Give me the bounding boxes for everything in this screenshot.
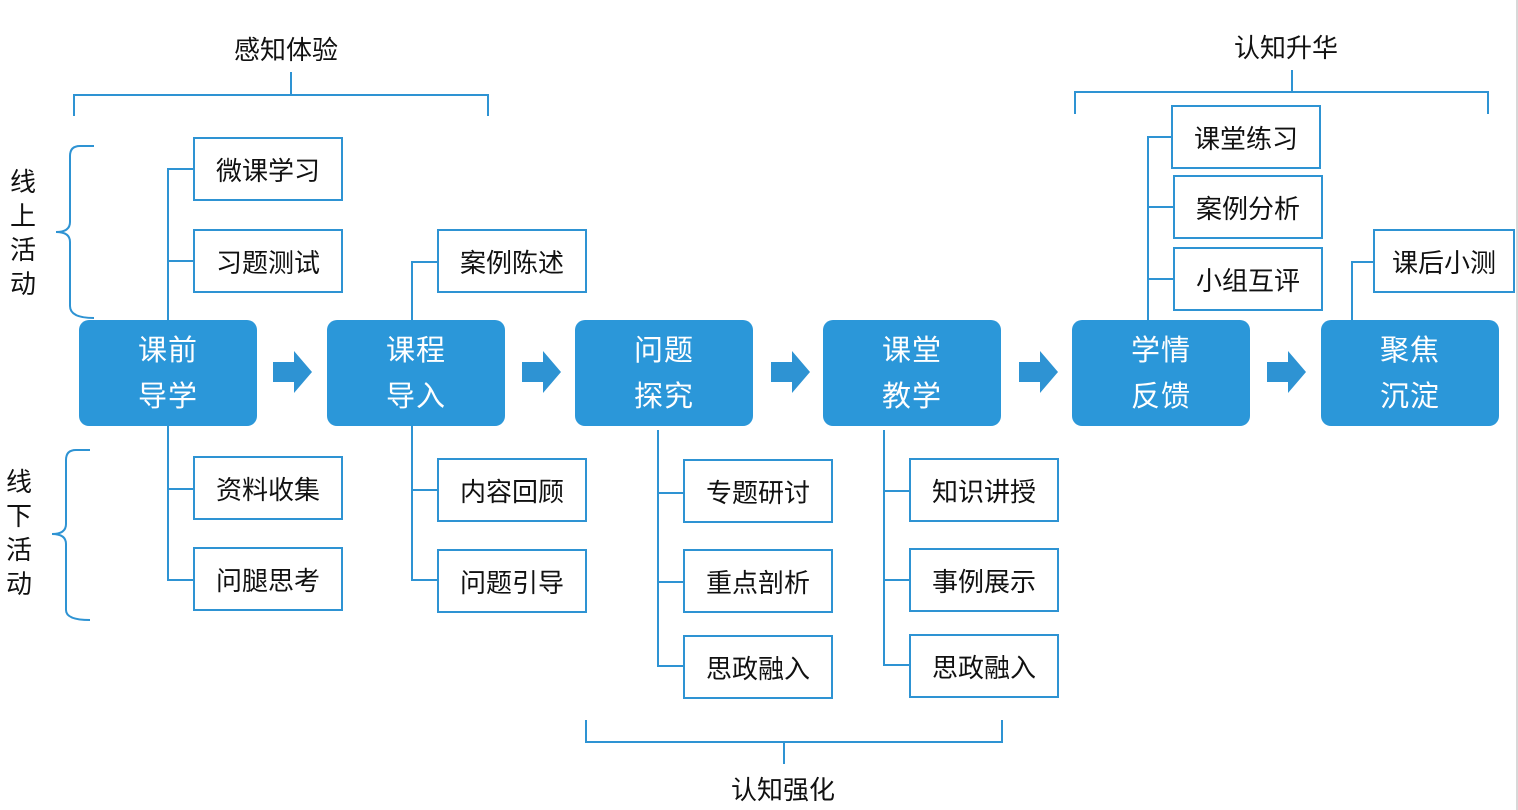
stage-explore: 问题 探究: [575, 320, 753, 426]
stage-intro: 课程 导入: [327, 320, 505, 426]
stage-teach: 课堂 教学: [823, 320, 1001, 426]
activity-class-practice: 课堂练习: [1171, 105, 1321, 169]
stage-focus-line1: 聚焦: [1379, 333, 1440, 367]
stage-preclass-line2: 导学: [137, 379, 198, 413]
right-edge-divider: [1516, 0, 1518, 810]
activity-ideology-integration-2: 思政融入: [909, 634, 1059, 698]
stage-feedback-line1: 学情: [1130, 333, 1191, 367]
group-label-perception: 感知体验: [234, 36, 339, 66]
activity-content-review: 内容回顾: [437, 458, 587, 522]
stage-explore-line2: 探究: [633, 379, 694, 413]
activity-case-statement: 案例陈述: [437, 229, 587, 293]
stage-explore-line1: 问题: [633, 333, 694, 367]
arrow-3: [771, 351, 810, 393]
stage-teach-line2: 教学: [881, 379, 942, 413]
activity-topic-discussion: 专题研讨: [683, 459, 833, 523]
stage-feedback-line2: 反馈: [1130, 379, 1191, 413]
group-label-elevate: 认知升华: [1234, 34, 1339, 64]
stage-feedback: 学情 反馈: [1072, 320, 1250, 426]
activity-group-review: 小组互评: [1173, 247, 1323, 311]
stage-focus-line2: 沉淀: [1379, 379, 1440, 413]
stage-intro-line1: 课程: [385, 333, 446, 367]
activity-question-think: 问腿思考: [193, 547, 343, 611]
arrow-5: [1267, 351, 1306, 393]
arrow-4: [1019, 351, 1058, 393]
activity-question-guide: 问题引导: [437, 549, 587, 613]
activity-post-class-quiz: 课后小测: [1373, 229, 1515, 293]
activity-example-display: 事例展示: [909, 548, 1059, 612]
activity-exercise-test: 习题测试: [193, 229, 343, 293]
group-label-offline: 线下活动: [5, 468, 32, 600]
activity-case-analysis: 案例分析: [1173, 175, 1323, 239]
stage-intro-line2: 导入: [385, 379, 446, 413]
arrow-1: [273, 351, 312, 393]
activity-knowledge-teaching: 知识讲授: [909, 458, 1059, 522]
stage-preclass: 课前 导学: [79, 320, 257, 426]
activity-ideology-integration: 思政融入: [683, 635, 833, 699]
arrow-2: [522, 351, 561, 393]
activity-micro-course: 微课学习: [193, 137, 343, 201]
stage-teach-line1: 课堂: [881, 333, 942, 367]
stage-focus: 聚焦 沉淀: [1321, 320, 1499, 426]
stage-preclass-line1: 课前: [137, 333, 198, 367]
group-label-reinforce: 认知强化: [731, 776, 836, 806]
group-label-online: 线上活动: [9, 168, 36, 300]
activity-key-analysis: 重点剖析: [683, 549, 833, 613]
activity-material-collect: 资料收集: [193, 456, 343, 520]
